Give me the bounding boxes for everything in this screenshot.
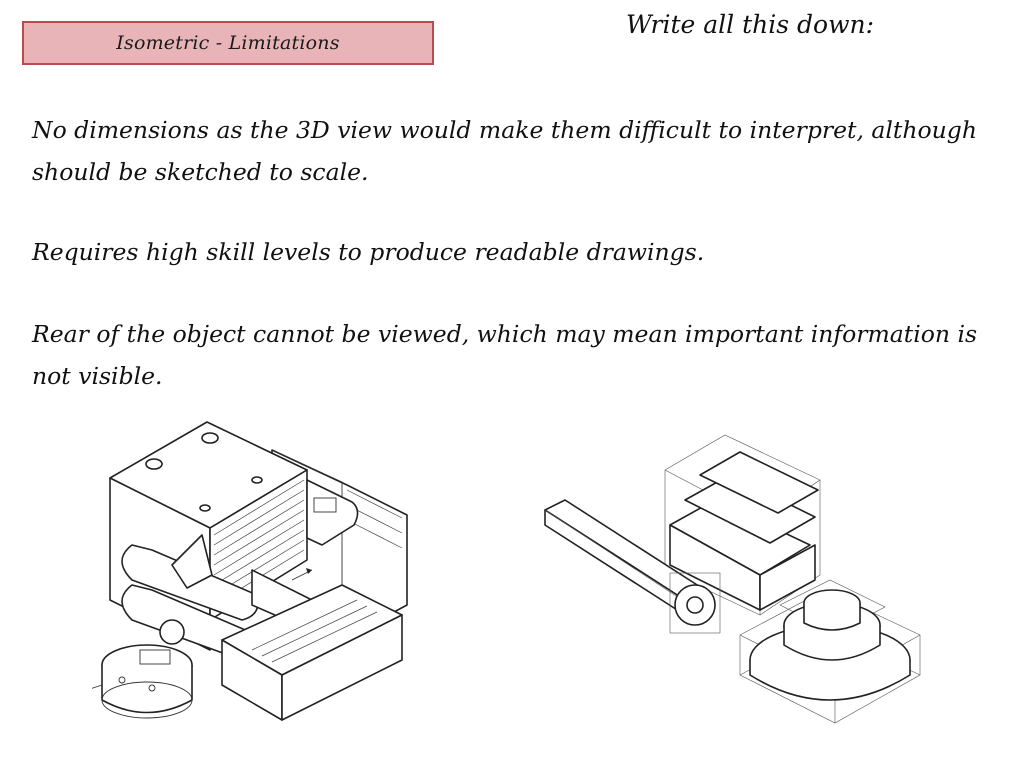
- paragraph-skill: Requires high skill levels to produce re…: [32, 238, 705, 266]
- instruction-text: Write all this down:: [625, 10, 875, 39]
- slide-title: Isometric - Limitations: [116, 32, 340, 54]
- paragraph-rear-view: Rear of the object cannot be viewed, whi…: [32, 320, 978, 390]
- isometric-machine-drawing: [92, 410, 422, 735]
- paragraph-dimensions: No dimensions as the 3D view would make …: [32, 116, 977, 186]
- slide-title-box: Isometric - Limitations: [22, 21, 434, 65]
- isometric-sketches-drawing: [540, 425, 930, 725]
